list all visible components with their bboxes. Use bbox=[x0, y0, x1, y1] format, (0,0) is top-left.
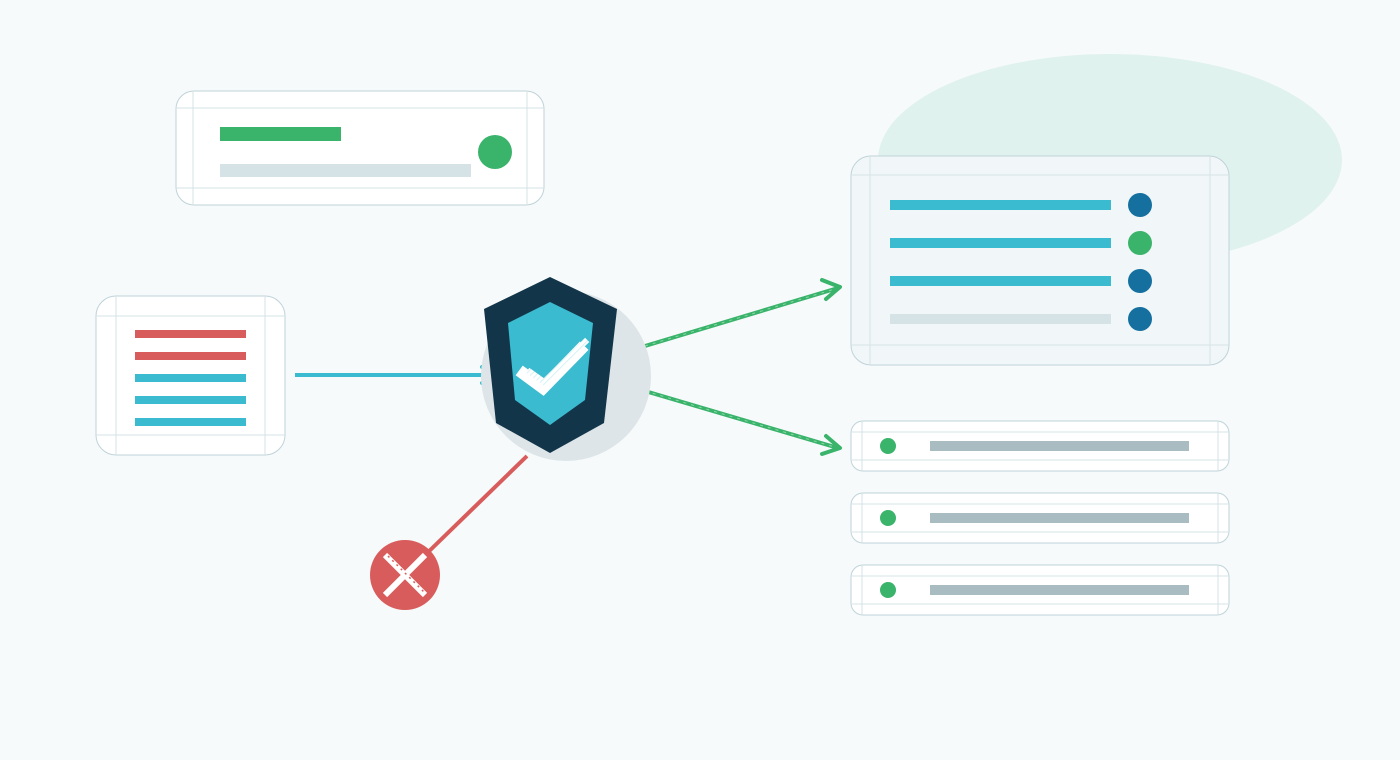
status-card-subtitle-bar bbox=[220, 164, 471, 177]
status-indicator bbox=[478, 135, 512, 169]
result-row bbox=[850, 564, 1230, 616]
result-row-dot bbox=[880, 438, 896, 454]
list-item bbox=[890, 193, 1152, 217]
document-line bbox=[135, 418, 246, 426]
rejected-marker bbox=[370, 540, 440, 610]
result-row-bar bbox=[930, 513, 1189, 523]
shield-check-icon bbox=[484, 277, 617, 453]
list-item-dot bbox=[1128, 231, 1152, 255]
result-row bbox=[850, 492, 1230, 544]
document-line bbox=[135, 330, 246, 338]
document-line bbox=[135, 374, 246, 382]
document-line bbox=[135, 396, 246, 404]
list-item-dot bbox=[1128, 193, 1152, 217]
list-item-dot bbox=[1128, 307, 1152, 331]
connector-hub-to-rejected bbox=[418, 454, 529, 562]
result-row bbox=[850, 420, 1230, 472]
result-row-dot bbox=[880, 582, 896, 598]
list-item bbox=[890, 307, 1152, 331]
document-line bbox=[135, 352, 246, 360]
list-item bbox=[890, 231, 1152, 255]
connector-hub-to-result-rows bbox=[644, 389, 842, 456]
result-row-bar bbox=[930, 585, 1189, 595]
arrow-right-icon bbox=[820, 434, 842, 456]
input-document-card bbox=[95, 295, 286, 456]
connector-input-to-hub bbox=[295, 365, 498, 385]
status-card-title-bar bbox=[220, 127, 341, 141]
arrow-right-icon bbox=[820, 278, 842, 301]
list-item bbox=[890, 269, 1152, 293]
shield-hub bbox=[481, 277, 651, 461]
result-row-bar bbox=[930, 441, 1189, 451]
list-item-dot bbox=[1128, 269, 1152, 293]
connector-hub-to-output-list bbox=[644, 278, 842, 348]
result-row-dot bbox=[880, 510, 896, 526]
status-card bbox=[175, 90, 545, 206]
output-list-card bbox=[850, 155, 1230, 366]
